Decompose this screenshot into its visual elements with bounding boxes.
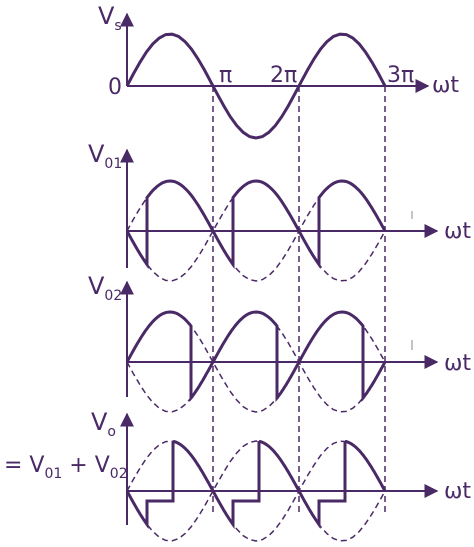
v02-output-wave: [125, 310, 387, 403]
wt-label-2: ωt: [444, 219, 471, 244]
wt-label-3: ωt: [444, 351, 471, 376]
wt-label-1: ωt: [432, 73, 459, 98]
vo-label: Vo: [91, 408, 116, 440]
alignment-lines: [212, 86, 386, 512]
two-pi-label: 2π: [270, 63, 297, 88]
origin-label: 0: [108, 75, 122, 100]
three-pi-label: 3π: [387, 63, 414, 88]
vs-label: Vs: [98, 2, 122, 34]
pi-label: π: [219, 63, 232, 88]
v01-label: V01: [88, 140, 122, 172]
vo-output-wave: [125, 439, 387, 530]
vs-sine-wave: [125, 32, 387, 140]
panel-v02: V02 ωt: [88, 272, 471, 413]
vo-sum-expression: = V01 + V02: [4, 453, 128, 482]
panel-vo: Vo = V01 + V02 ωt: [4, 408, 471, 542]
wt-label-4: ωt: [444, 479, 471, 504]
v02-label: V02: [88, 272, 122, 304]
panel-v01: V01 ωt: [88, 140, 471, 282]
panel-vs: Vs 0 π 2π 3π ωt: [98, 2, 459, 140]
vo-reference-dashed: [126, 440, 386, 542]
v01-output-wave: [125, 179, 387, 270]
